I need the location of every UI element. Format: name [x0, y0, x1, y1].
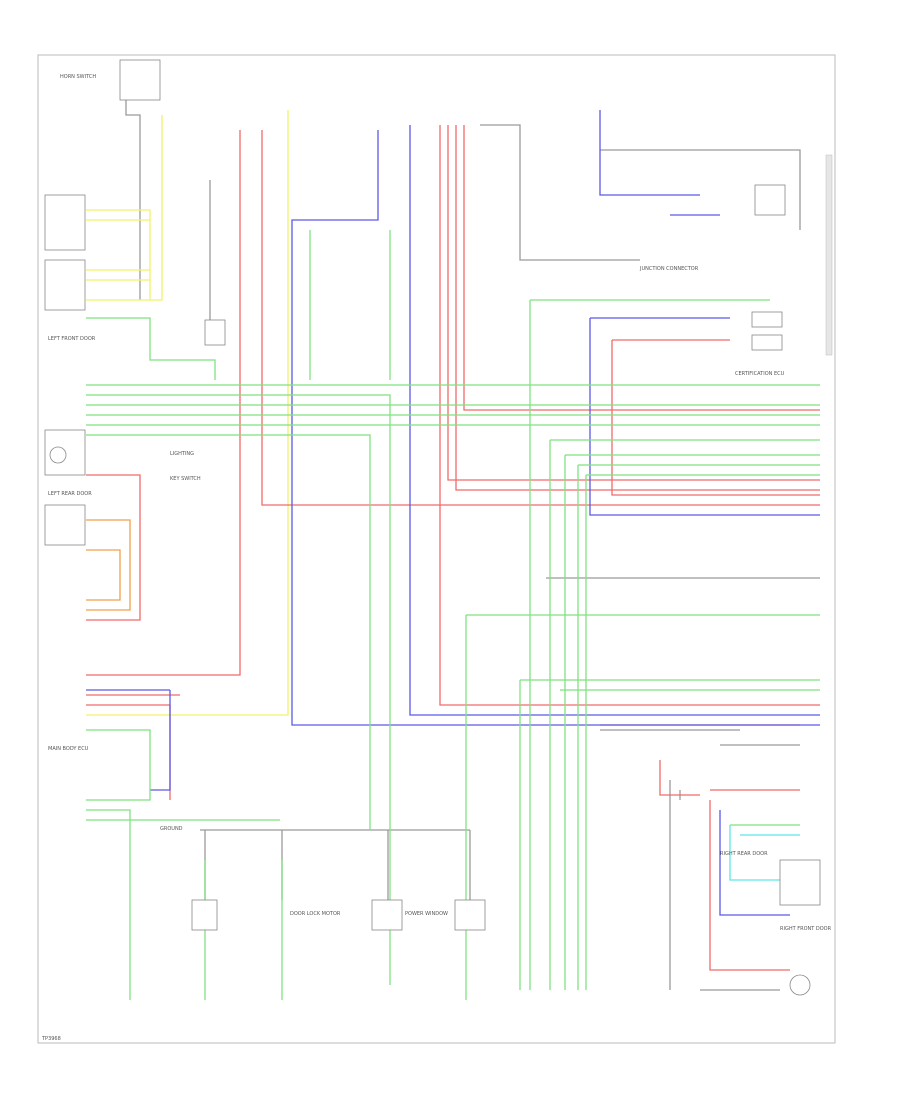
label-right-rear-door: RIGHT REAR DOOR: [720, 851, 768, 857]
label-ecu-right: CERTIFICATION ECU: [735, 371, 785, 377]
label-lighting: LIGHTING: [170, 451, 194, 457]
label-ground: GROUND: [160, 826, 183, 832]
gray-wires: [125, 92, 820, 991]
cyan-wires: [729, 825, 800, 881]
text-labels: LEFT FRONT DOOR LEFT REAR DOOR MAIN BODY…: [41, 74, 832, 1042]
label-door-lock-motor: DOOR LOCK MOTOR: [290, 911, 341, 917]
right-connector-strip: [825, 154, 833, 356]
diagram-border: [37, 54, 836, 1044]
footer-code: TP3968: [41, 1036, 61, 1042]
label-horn-switch: HORN SWITCH: [60, 74, 96, 80]
label-ecu-left: MAIN BODY ECU: [48, 746, 89, 752]
orange-wires: [86, 519, 131, 611]
label-junction: JUNCTION CONNECTOR: [639, 266, 699, 272]
yellow-wires: [86, 110, 289, 716]
label-left-rear-door: LEFT REAR DOOR: [48, 491, 92, 497]
label-left-front-door: LEFT FRONT DOOR: [48, 336, 96, 342]
components: [44, 59, 821, 996]
label-power-window: POWER WINDOW: [405, 911, 448, 917]
green-wires: [86, 230, 820, 1000]
label-right-front-door: RIGHT FRONT DOOR: [780, 926, 832, 932]
red-wires: [86, 125, 820, 971]
blue-wires: [86, 110, 820, 916]
label-key-switch: KEY SWITCH: [170, 476, 201, 482]
